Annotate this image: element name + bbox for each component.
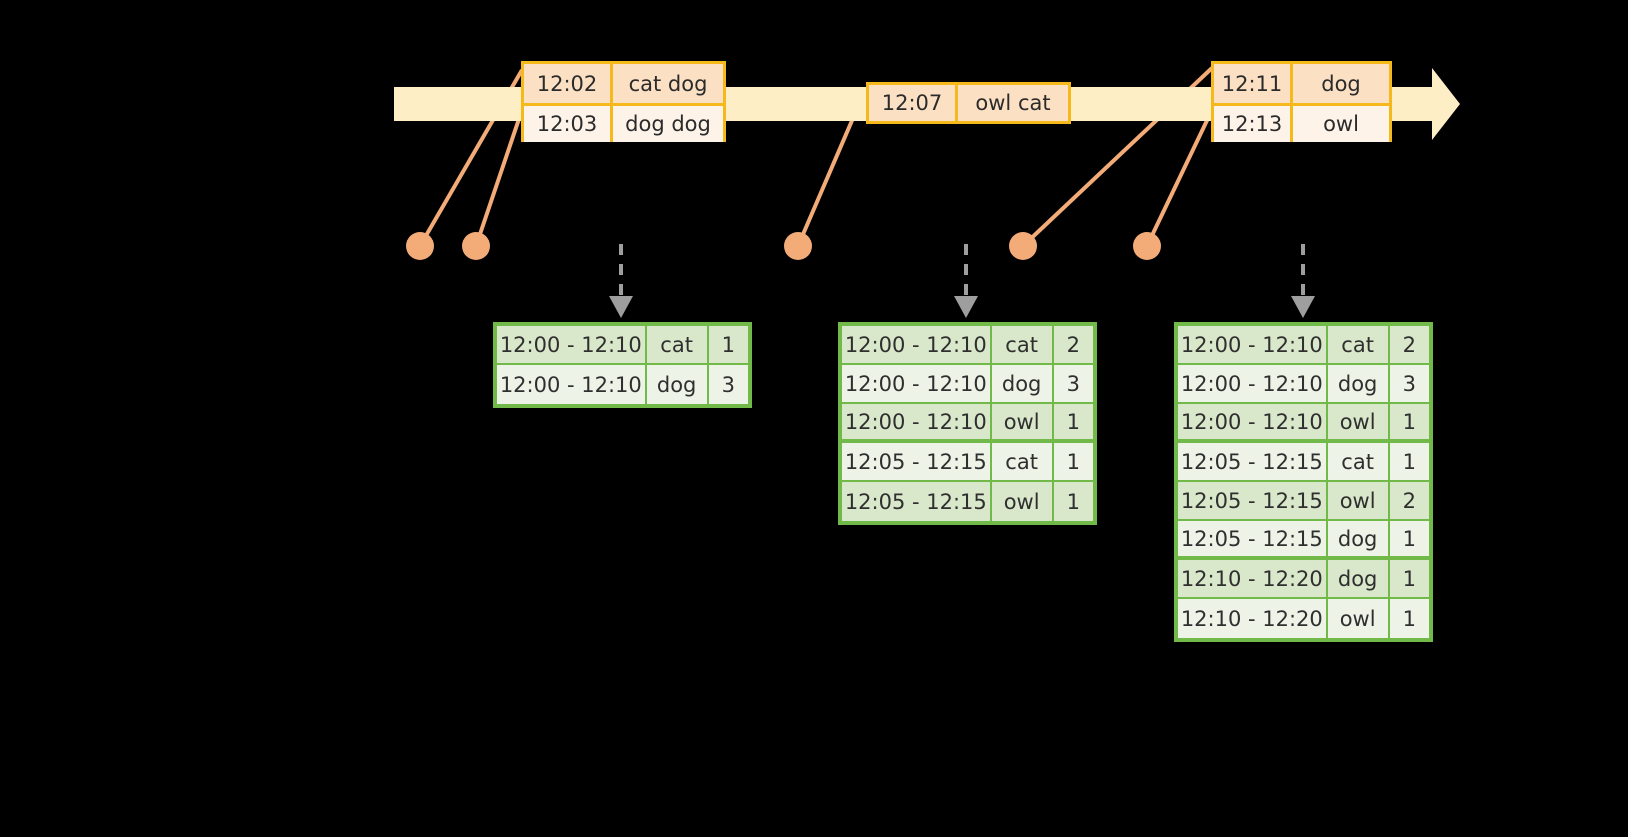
right-arrow-icon <box>1400 68 1460 140</box>
count-cell: 3 <box>1387 365 1429 402</box>
word-cell: owl <box>989 482 1052 521</box>
event-box-3[interactable]: 12:11 dog 12:13 owl <box>1211 61 1392 142</box>
connector-line-5 <box>1145 109 1214 247</box>
window-cell: 12:00 - 12:10 <box>842 404 990 439</box>
window-cell: 12:05 - 12:15 <box>842 482 990 521</box>
window-cell: 12:05 - 12:15 <box>1178 443 1326 480</box>
window-cell: 12:00 - 12:10 <box>842 365 990 402</box>
event-box-1[interactable]: 12:02 cat dog 12:03 dog dog <box>521 61 726 142</box>
event-time: 12:07 <box>869 85 955 121</box>
event-time: 12:02 <box>524 64 610 103</box>
connector-dot-2[interactable] <box>462 232 490 260</box>
connector-dot-1[interactable] <box>406 232 434 260</box>
count-cell: 3 <box>1051 365 1093 402</box>
count-cell: 1 <box>706 326 748 363</box>
window-cell: 12:05 - 12:15 <box>842 443 990 480</box>
connector-line-2 <box>474 109 524 247</box>
event-row[interactable]: 12:03 dog dog <box>524 103 723 142</box>
word-cell: owl <box>1325 599 1388 638</box>
count-cell: 1 <box>1387 404 1429 439</box>
word-cell: dog <box>644 365 707 404</box>
count-cell: 1 <box>1051 404 1093 439</box>
window-cell: 12:10 - 12:20 <box>1178 599 1326 638</box>
window-cell: 12:00 - 12:10 <box>1178 326 1326 363</box>
count-cell: 1 <box>1387 599 1429 638</box>
event-row[interactable]: 12:13 owl <box>1214 103 1389 142</box>
event-row[interactable]: 12:11 dog <box>1214 64 1389 103</box>
down-arrow-1 <box>609 244 633 318</box>
event-words: owl <box>1290 106 1389 142</box>
count-cell: 3 <box>706 365 748 404</box>
count-cell: 1 <box>1387 443 1429 480</box>
word-cell: cat <box>1325 443 1388 480</box>
word-cell: dog <box>1325 365 1388 402</box>
word-cell: dog <box>989 365 1052 402</box>
window-cell: 12:00 - 12:10 <box>497 326 645 363</box>
word-cell: cat <box>1325 326 1388 363</box>
window-cell: 12:00 - 12:10 <box>842 326 990 363</box>
event-time: 12:11 <box>1214 64 1290 103</box>
event-time: 12:03 <box>524 106 610 142</box>
count-cell: 2 <box>1051 326 1093 363</box>
word-cell: owl <box>989 404 1052 439</box>
count-cell: 2 <box>1387 326 1429 363</box>
word-cell: owl <box>1325 404 1388 439</box>
connector-dot-4[interactable] <box>1009 232 1037 260</box>
word-cell: cat <box>644 326 707 363</box>
window-cell: 12:00 - 12:10 <box>1178 365 1326 402</box>
event-row[interactable]: 12:07 owl cat <box>869 85 1068 121</box>
word-cell: cat <box>989 326 1052 363</box>
window-cell: 12:10 - 12:20 <box>1178 560 1326 597</box>
word-cell: dog <box>1325 560 1388 597</box>
event-time: 12:13 <box>1214 106 1290 142</box>
down-arrow-2 <box>954 244 978 318</box>
word-cell: owl <box>1325 482 1388 519</box>
window-cell: 12:05 - 12:15 <box>1178 521 1326 556</box>
event-words: cat dog <box>610 64 723 103</box>
window-cell: 12:05 - 12:15 <box>1178 482 1326 519</box>
event-words: dog dog <box>610 106 723 142</box>
event-words: owl cat <box>955 85 1068 121</box>
count-cell: 1 <box>1051 443 1093 480</box>
count-cell: 1 <box>1387 560 1429 597</box>
window-cell: 12:00 - 12:10 <box>1178 404 1326 439</box>
window-cell: 12:00 - 12:10 <box>497 365 645 404</box>
event-row[interactable]: 12:02 cat dog <box>524 64 723 103</box>
count-cell: 1 <box>1051 482 1093 521</box>
event-words: dog <box>1290 64 1389 103</box>
word-cell: cat <box>989 443 1052 480</box>
event-box-2[interactable]: 12:07 owl cat <box>866 82 1071 124</box>
down-arrow-3 <box>1291 244 1315 318</box>
count-cell: 2 <box>1387 482 1429 519</box>
connector-dot-5[interactable] <box>1133 232 1161 260</box>
word-cell: dog <box>1325 521 1388 556</box>
connector-dot-3[interactable] <box>784 232 812 260</box>
count-cell: 1 <box>1387 521 1429 556</box>
